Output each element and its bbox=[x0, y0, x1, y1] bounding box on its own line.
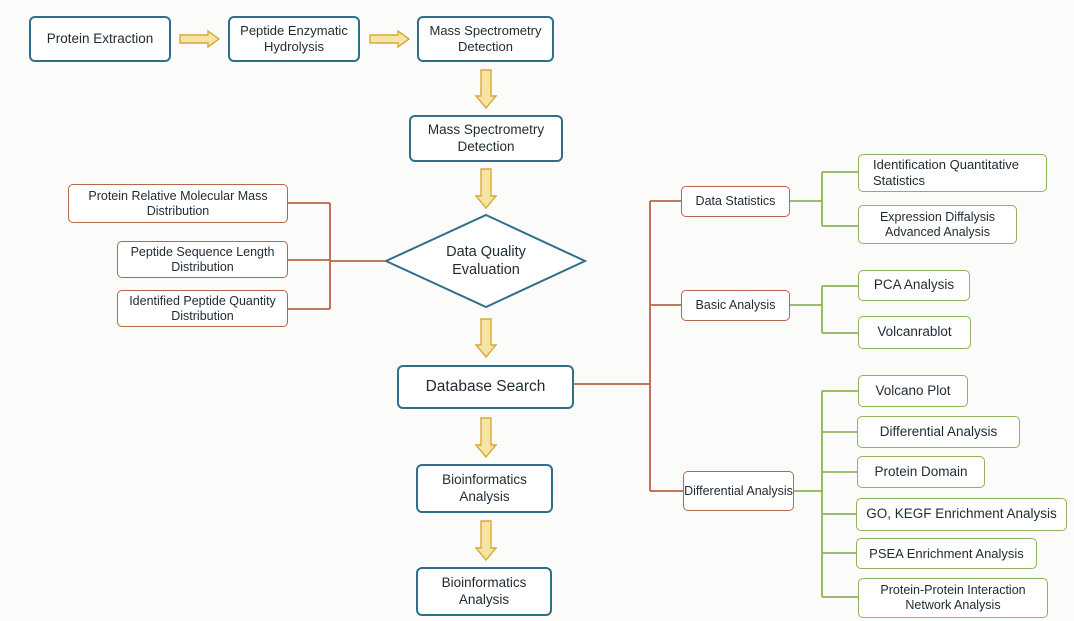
horizontal-arrows bbox=[179, 29, 411, 49]
expression-analysis-box: Expression Diffalysis Advanced Analysis bbox=[858, 205, 1017, 244]
arrow-down-icon bbox=[474, 318, 498, 359]
expression-analysis-label: Expression Diffalysis Advanced Analysis bbox=[879, 209, 996, 239]
bioinformatics-label-1: Bioinformatics Analysis bbox=[442, 472, 527, 504]
identification-statistics-label: Identification Quantitative Statistics bbox=[873, 157, 1019, 188]
data-quality-diamond bbox=[383, 213, 588, 309]
pca-analysis-label: PCA Analysis bbox=[873, 277, 955, 293]
bioinformatics-box-1: Bioinformatics Analysis bbox=[416, 464, 553, 513]
pca-analysis-box: PCA Analysis bbox=[858, 270, 970, 301]
ms-detection-box-2: Mass Spectrometry Detection bbox=[409, 115, 563, 162]
protein-domain-box: Protein Domain bbox=[857, 456, 985, 488]
arrow-down-icon bbox=[474, 417, 498, 459]
database-search-box: Database Search bbox=[397, 365, 574, 409]
basic-analysis-label: Basic Analysis bbox=[695, 298, 776, 312]
ppi-network-label: Protein-Protein Interaction Network Anal… bbox=[880, 583, 1026, 612]
peptide-hydrolysis-box: Peptide Enzymatic Hydrolysis bbox=[228, 16, 360, 62]
volcano-plot-label: Volcano Plot bbox=[875, 382, 951, 398]
peptide-quantity-distribution-box: Identified Peptide Quantity Distribution bbox=[117, 290, 288, 327]
quality-output-connectors bbox=[288, 202, 386, 310]
vertical-arrows bbox=[474, 69, 498, 562]
database-search-label: Database Search bbox=[425, 377, 546, 395]
arrow-down-icon bbox=[474, 69, 498, 110]
differential-analysis-box: Differential Analysis bbox=[683, 471, 794, 511]
arrow-right-icon bbox=[369, 29, 411, 49]
differential-analysis-leaf-box: Differential Analysis bbox=[857, 416, 1020, 448]
protein-mass-distribution-box: Protein Relative Molecular Mass Distribu… bbox=[68, 184, 288, 223]
peptide-length-distribution-label: Peptide Sequence Length Distribution bbox=[130, 244, 275, 274]
arrow-down-icon bbox=[474, 168, 498, 210]
arrow-right-icon bbox=[179, 29, 221, 49]
data-quality-label: Data Quality Evaluation bbox=[446, 243, 526, 278]
protein-extraction-label: Protein Extraction bbox=[46, 30, 154, 46]
ms-detection-label-2: Mass Spectrometry Detection bbox=[427, 122, 545, 154]
peptide-hydrolysis-label: Peptide Enzymatic Hydrolysis bbox=[240, 23, 348, 54]
leaf-connectors bbox=[790, 171, 858, 598]
protein-mass-distribution-label: Protein Relative Molecular Mass Distribu… bbox=[88, 188, 268, 218]
psea-enrichment-label: PSEA Enrichment Analysis bbox=[869, 545, 1024, 561]
volcano-plot-box: Volcano Plot bbox=[858, 375, 968, 407]
arrow-down-icon bbox=[474, 520, 498, 562]
data-statistics-label: Data Statistics bbox=[695, 194, 776, 208]
peptide-length-distribution-box: Peptide Sequence Length Distribution bbox=[117, 241, 288, 278]
ms-detection-label-1: Mass Spectrometry Detection bbox=[429, 23, 542, 54]
differential-analysis-label: Differential Analysis bbox=[684, 483, 793, 498]
basic-analysis-box: Basic Analysis bbox=[681, 290, 790, 321]
ms-detection-box-1: Mass Spectrometry Detection bbox=[417, 16, 554, 62]
volcano-plot-basic-box: Volcanrablot bbox=[858, 316, 971, 349]
ppi-network-box: Protein-Protein Interaction Network Anal… bbox=[858, 578, 1048, 618]
identification-statistics-box: Identification Quantitative Statistics bbox=[858, 154, 1047, 192]
peptide-quantity-distribution-label: Identified Peptide Quantity Distribution bbox=[129, 293, 276, 323]
differential-analysis-leaf-label: Differential Analysis bbox=[879, 423, 998, 439]
psea-enrichment-box: PSEA Enrichment Analysis bbox=[856, 538, 1037, 569]
category-connectors bbox=[574, 200, 683, 492]
go-kegg-enrichment-box: GO, KEGF Enrichment Analysis bbox=[856, 498, 1067, 531]
protein-domain-label: Protein Domain bbox=[874, 463, 968, 479]
volcano-plot-basic-label: Volcanrablot bbox=[877, 324, 952, 340]
bioinformatics-label-2: Bioinformatics Analysis bbox=[441, 575, 527, 607]
bioinformatics-box-2: Bioinformatics Analysis bbox=[416, 567, 552, 616]
data-statistics-box: Data Statistics bbox=[681, 186, 790, 217]
protein-extraction-box: Protein Extraction bbox=[29, 16, 171, 62]
go-kegg-enrichment-label: GO, KEGF Enrichment Analysis bbox=[866, 506, 1057, 522]
